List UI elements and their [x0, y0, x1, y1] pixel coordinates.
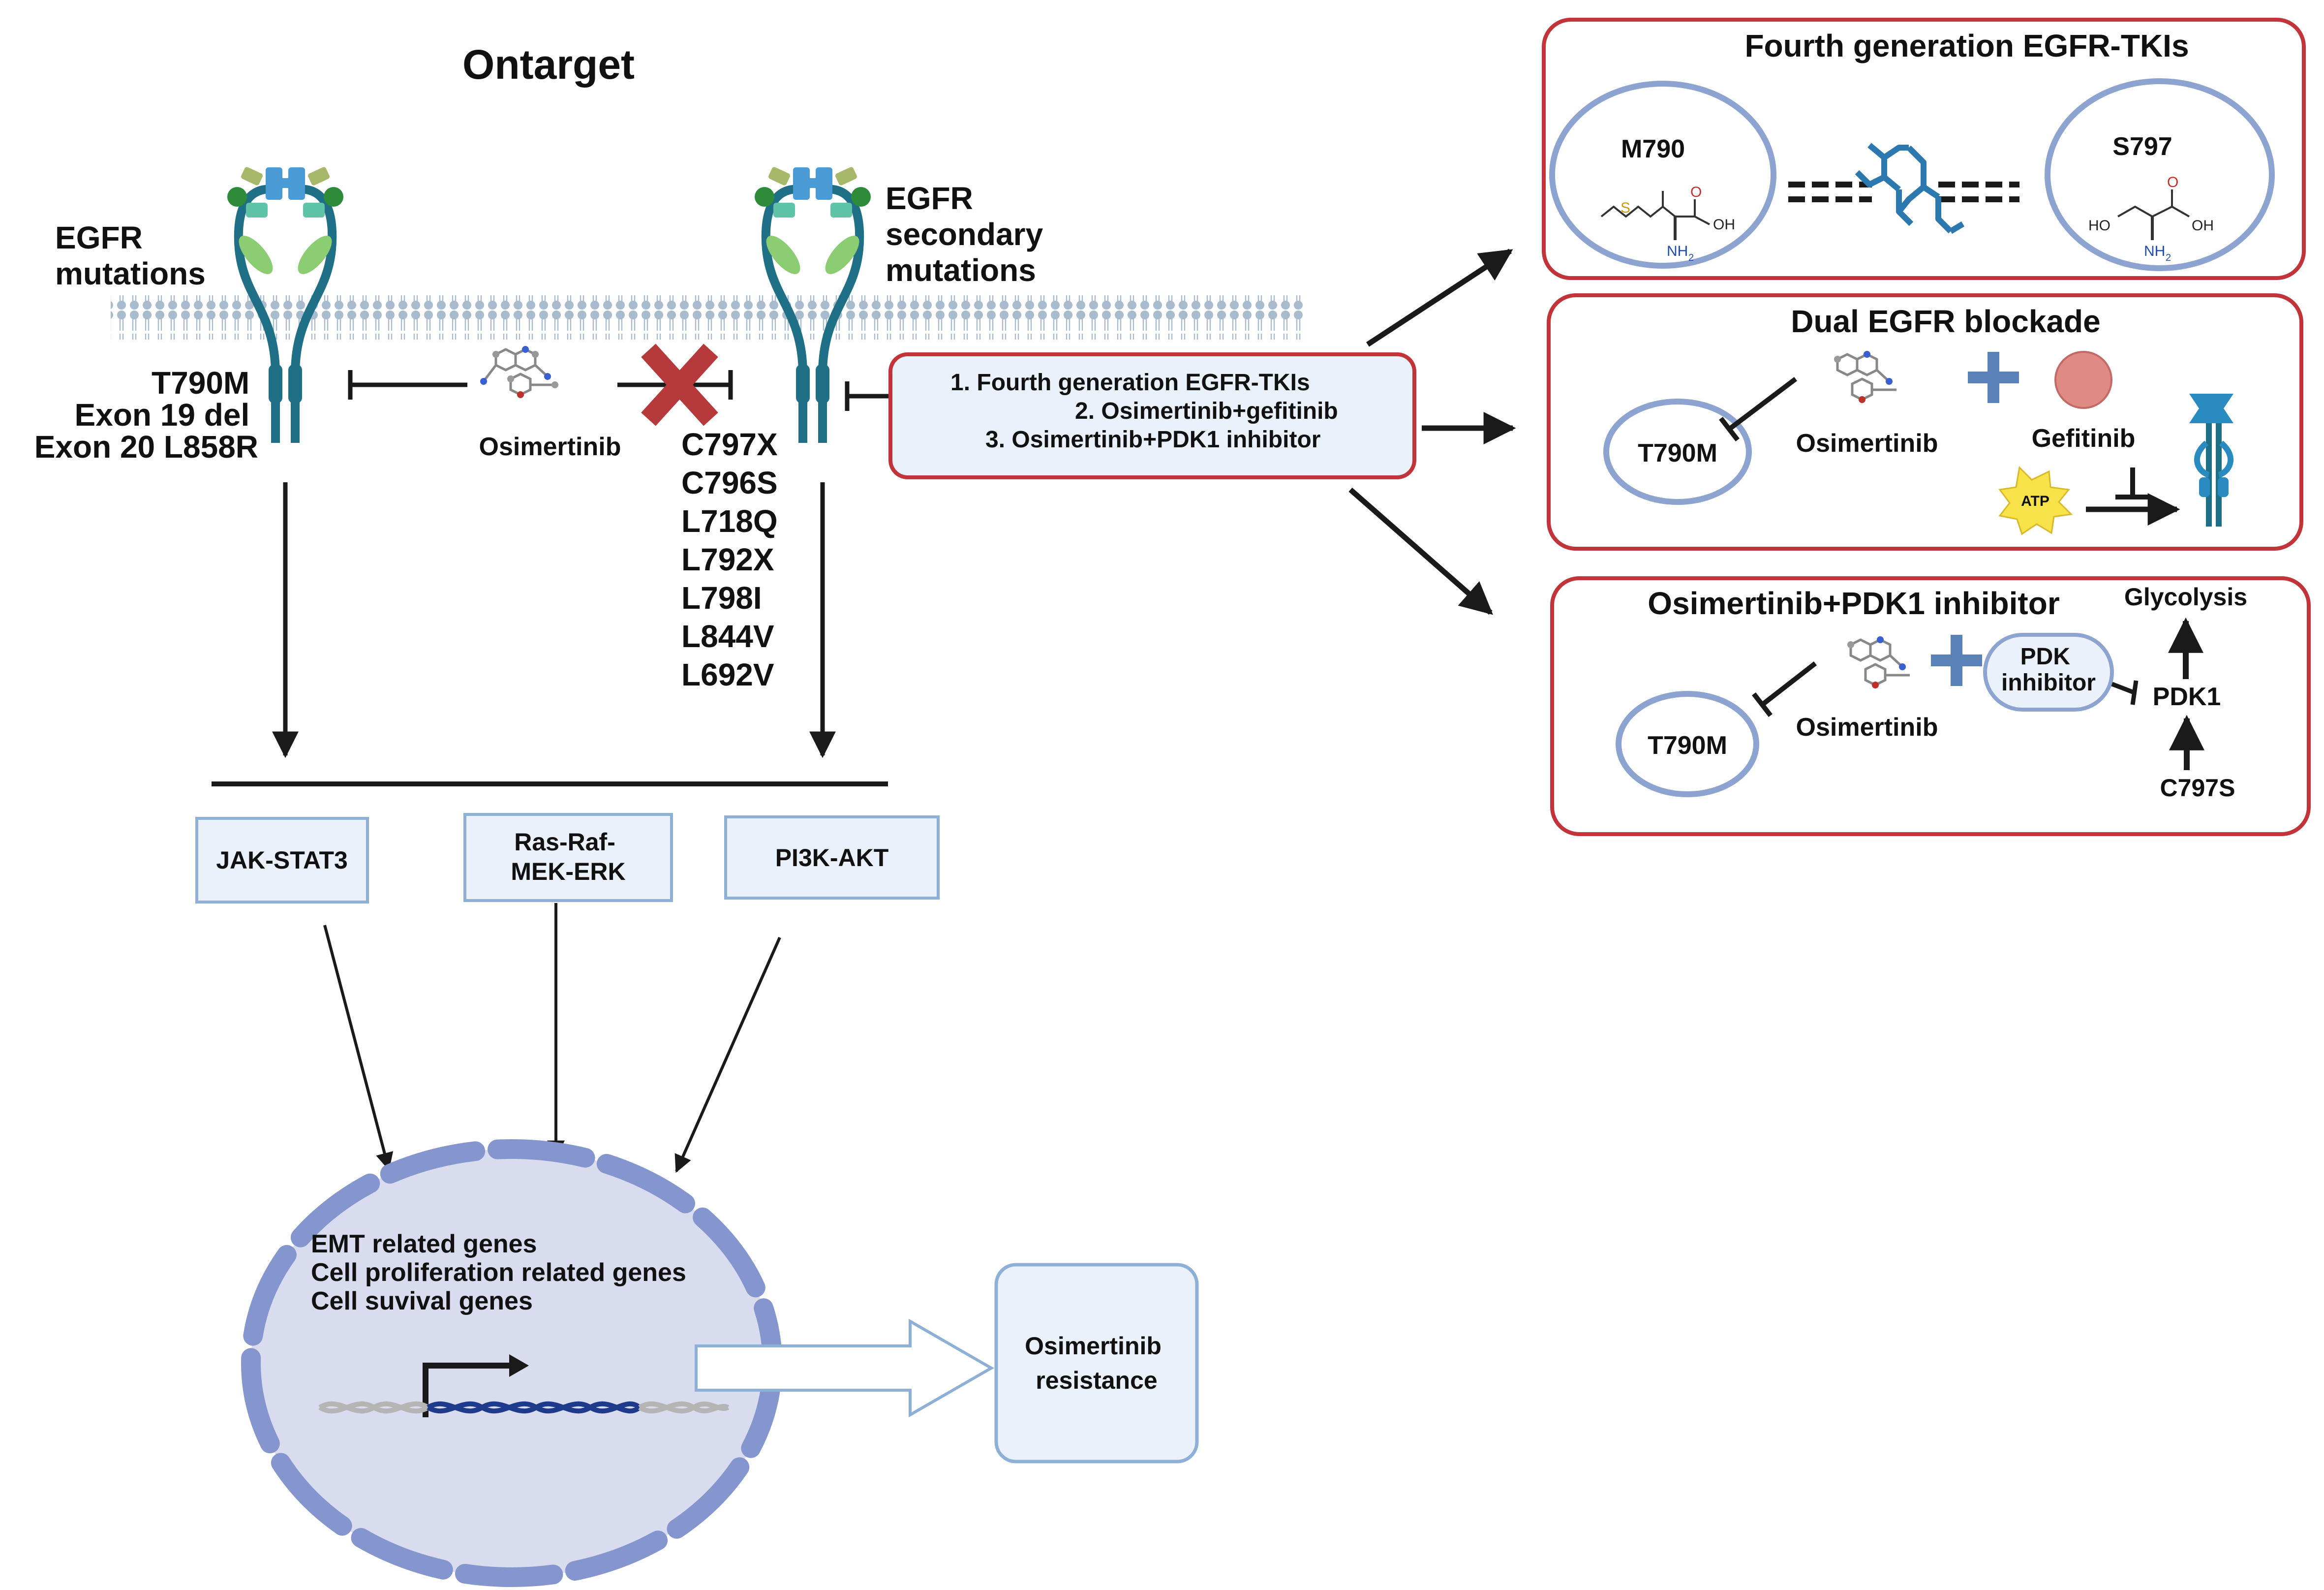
- pathway-box-ras-raf-mek-erk: Ras-Raf- MEK-ERK: [463, 813, 673, 902]
- pathway-box-pi3k-akt: PI3K-AKT: [724, 815, 940, 900]
- methionine-atoms: S O OH NH 2: [1621, 184, 1739, 263]
- gefitinib-block-line: [2115, 468, 2150, 499]
- egfr-receptor-left: [227, 167, 343, 443]
- fourth-gen-inhibitor-icon: [1855, 143, 1965, 234]
- strategy-list: 1. Fourth generation EGFR-TKIs 2. Osimer…: [950, 370, 1345, 453]
- left-mutation-list: T790M Exon 19 del Exon 20 L858R: [34, 365, 258, 465]
- secondary-mutation-list: C797X C796S L718Q L792X L798I L844V L692…: [681, 427, 786, 692]
- pdk-inhibition-line: [2111, 680, 2139, 705]
- bond-dashes-left: [1788, 182, 1872, 202]
- dual-plus-icon: [1968, 352, 2019, 403]
- panel-fourth-gen-title: Fourth generation EGFR-TKIs: [1744, 28, 2189, 63]
- s797-circle: [2045, 78, 2275, 271]
- pi3k-to-nucleus-arrow: [674, 936, 781, 1173]
- arrow-to-pdk1-panel: [1348, 487, 1493, 615]
- m790-circle: [1549, 81, 1776, 269]
- jak-to-nucleus-arrow: [323, 925, 394, 1171]
- egfr-receptor-right: [755, 167, 871, 443]
- bond-dashes-right: [1938, 182, 2019, 202]
- dual-osimertinib-molecule-icon: [1834, 351, 1896, 403]
- m790-label: M790: [1621, 135, 1685, 163]
- right-receptor-label: EGFR secondary mutations: [886, 181, 1052, 288]
- atp-starburst-icon: [1998, 466, 2073, 535]
- resistance-cross-icon: [641, 343, 718, 426]
- cell-membrane: [111, 295, 1304, 340]
- pdk1-osimertinib-label: Osimertinib: [1796, 713, 1938, 742]
- pdk1-node-label: PDK1: [2153, 683, 2221, 711]
- arrow-to-fourth-gen: [1366, 249, 1513, 347]
- pdk1-t790m-circle: [1616, 691, 1759, 797]
- diagram-title: Ontarget: [462, 41, 635, 88]
- pdk-inhibitor-label: PDK inhibitor: [2001, 644, 2096, 696]
- osimertinib-label: Osimertinib: [479, 433, 621, 461]
- strategy-box: [888, 352, 1416, 479]
- serine-structure-icon: [2117, 189, 2190, 240]
- gefitinib-label: Gefitinib: [2032, 424, 2136, 453]
- outcome-box-osimertinib-resistance: Osimertinib resistance: [994, 1263, 1199, 1464]
- svg-text:PI3K-AKT: PI3K-AKT: [775, 844, 889, 872]
- panel-dual-title: Dual EGFR blockade: [1791, 304, 2100, 339]
- svg-text:JAK-STAT3: JAK-STAT3: [216, 846, 348, 874]
- svg-text:Osimertinib resistance: Osimertinib resistance: [1025, 1332, 1168, 1394]
- s797-label: S797: [2112, 132, 2172, 161]
- outcome-block-arrow: [695, 1318, 995, 1418]
- dual-egfr-receptor-icon: [2189, 394, 2234, 527]
- pdk-inhibitor-pill: [1983, 633, 2114, 712]
- dna-helix-icon: [318, 1401, 730, 1414]
- panel-pdk1-title: Osimertinib+PDK1 inhibitor: [1648, 586, 2059, 621]
- inhibition-line-strategy: [845, 381, 890, 411]
- svg-text:Ras-Raf- MEK-ERK: Ras-Raf- MEK-ERK: [511, 828, 625, 885]
- pdk1-plus-icon: [1931, 635, 1982, 686]
- atp-label: ATP: [2021, 493, 2049, 509]
- pdk1-osimertinib-molecule-icon: [1847, 636, 1910, 688]
- methionine-structure-icon: [1600, 191, 1710, 240]
- pdk1-inhibition-line: [1752, 661, 1817, 717]
- gefitinib-icon: [2054, 351, 2112, 409]
- c797s-node-label: C797S: [2160, 774, 2235, 802]
- panel-dual-blockade: [1547, 293, 2303, 551]
- dual-osimertinib-label: Osimertinib: [1796, 429, 1938, 458]
- pdk1-t790m-label: T790M: [1648, 731, 1727, 760]
- left-receptor-label: EGFR mutations: [55, 220, 206, 291]
- transcription-start-arrow-icon: [423, 1354, 529, 1417]
- dual-t790m-label: T790M: [1638, 439, 1717, 468]
- nucleus-gene-list: EMT related genes Cell proliferation rel…: [311, 1230, 693, 1315]
- inhibition-line-left: [348, 370, 467, 400]
- dual-t790m-circle: [1603, 399, 1752, 505]
- serine-atoms: HO O OH NH 2: [2088, 174, 2218, 263]
- osimertinib-molecule-icon: [480, 346, 558, 398]
- glycolysis-label: Glycolysis: [2124, 583, 2247, 611]
- pathway-box-jak-stat3: JAK-STAT3: [195, 817, 369, 904]
- dual-inhibition-line: [1719, 377, 1798, 442]
